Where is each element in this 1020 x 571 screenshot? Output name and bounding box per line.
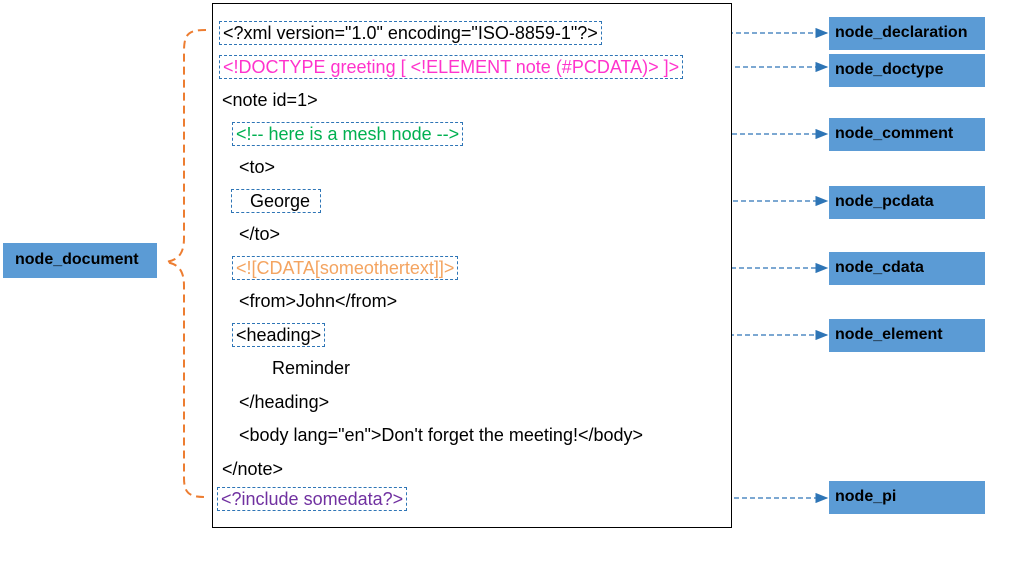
xml-from-line: <from>John</from> [239,291,398,311]
xml-document-box [212,3,732,528]
xml-heading-open-line: <heading> [232,323,326,347]
label-node-declaration: node_declaration [829,17,985,50]
xml-note-open-line: <note id=1> [222,90,318,110]
xml-heading-text-line: Reminder [272,358,351,378]
xml-to-open-line: <to> [239,157,276,177]
xml-declaration-line: <?xml version="1.0" encoding="ISO-8859-1… [219,21,602,45]
xml-cdata-line: <![CDATA[someothertext]]> [232,256,459,280]
xml-body-line: <body lang="en">Don't forget the meeting… [239,425,644,445]
label-node-element: node_element [829,319,985,352]
xml-to-close-line: </to> [239,224,281,244]
xml-pi-line: <?include somedata?> [217,487,408,511]
label-node-pi: node_pi [829,481,985,514]
label-node-document: node_document [3,243,157,278]
xml-note-close-line: </note> [222,459,284,479]
xml-heading-close-line: </heading> [239,392,330,412]
xml-pcdata-line: George [231,189,322,213]
label-node-cdata: node_cdata [829,252,985,285]
label-node-pcdata: node_pcdata [829,186,985,219]
xml-doctype-line: <!DOCTYPE greeting [ <!ELEMENT note (#PC… [219,55,684,79]
document-brace [165,29,207,498]
label-node-doctype: node_doctype [829,54,985,87]
label-node-comment: node_comment [829,118,985,151]
xml-comment-line: <!-- here is a mesh node --> [232,122,464,146]
